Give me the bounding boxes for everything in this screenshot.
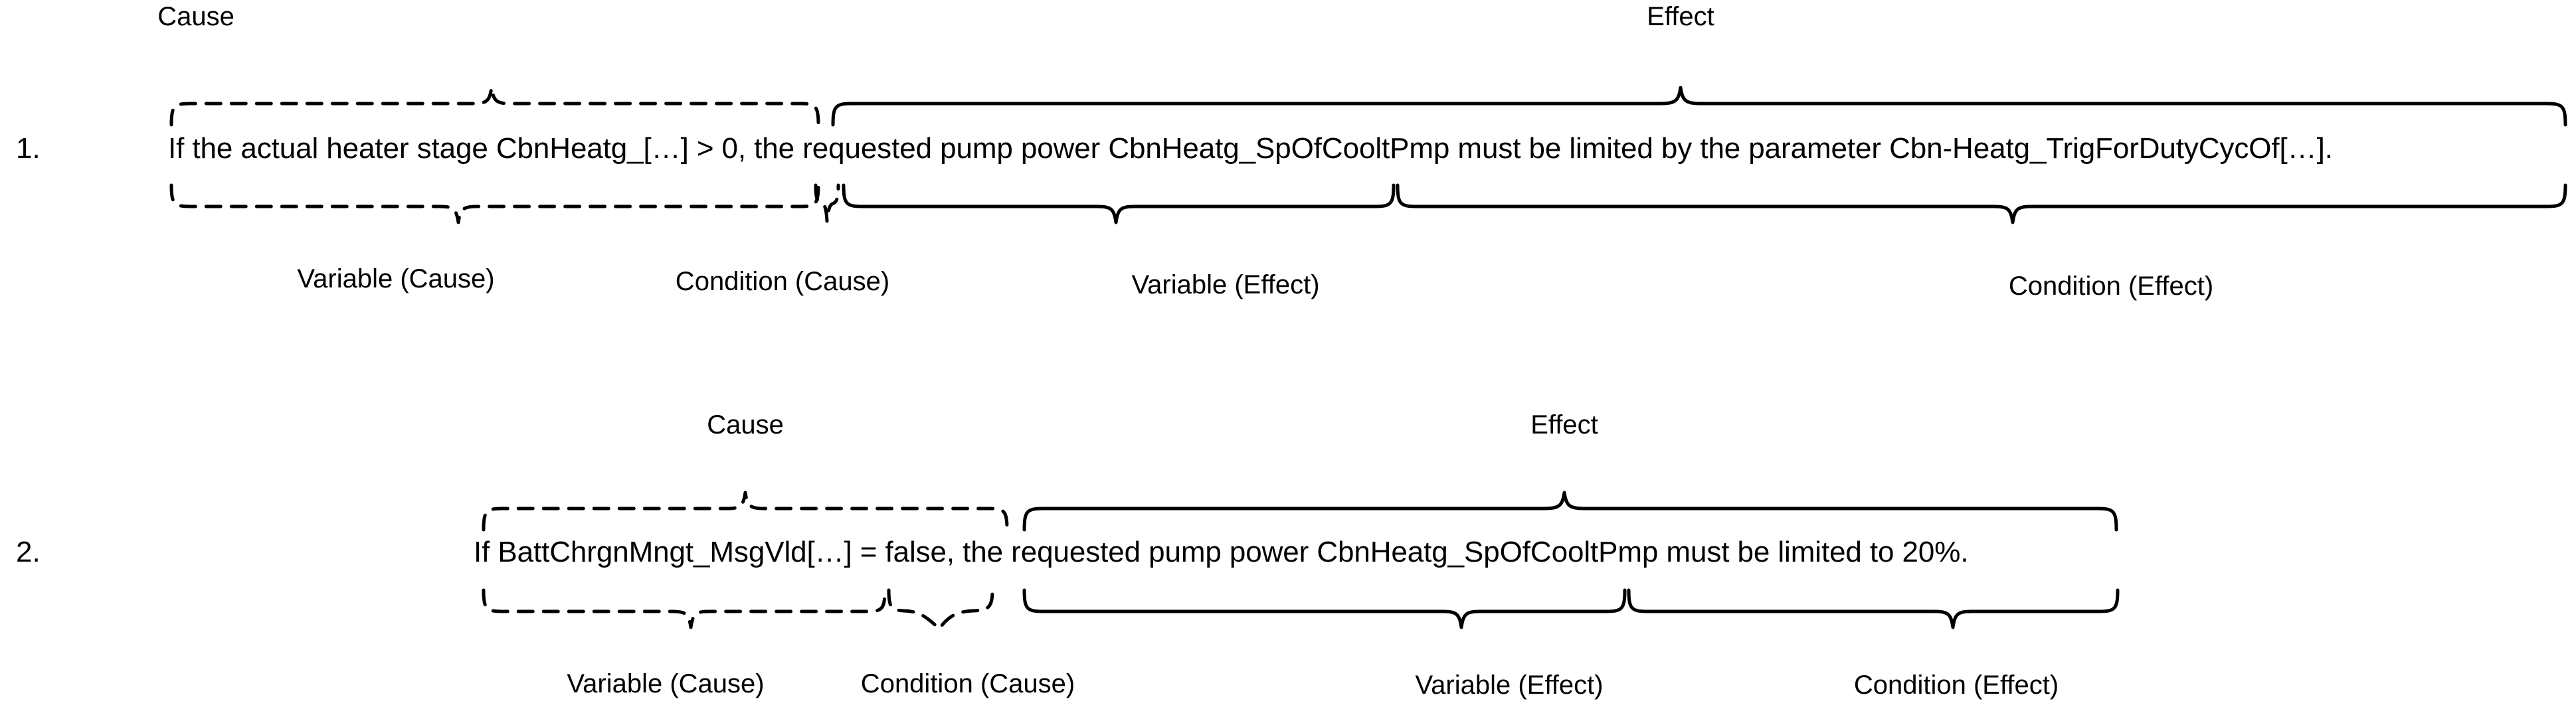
row-number-2: 2. [16,536,41,568]
annotation-row-2: Cause Effect 2. If BattChrgnMngt_MsgVld[… [0,390,2576,713]
brace-bottom-variable-effect-row2 [1022,588,1627,629]
label-effect-row2: Effect [1530,410,1598,439]
brace-bottom-condition-cause-row1 [814,183,840,223]
brace-bottom-variable-cause-row1 [169,183,820,224]
sentence-row-2: If BattChrgnMngt_MsgVld[…] = false, the … [474,536,1969,568]
brace-top-cause-row2 [482,491,1009,532]
label-effect-row1: Effect [1647,2,1714,31]
label-condition-cause-row2: Condition (Cause) [860,669,1075,698]
sentence-row-1: If the actual heater stage CbnHeatg_[…] … [168,132,2333,165]
brace-bottom-condition-effect-row2 [1627,588,2120,629]
brace-top-effect-row2 [1022,491,2118,532]
label-condition-effect-row2: Condition (Effect) [1853,671,2059,700]
annotation-row-1: Cause Effect 1. If the actual heater sta… [0,0,2576,345]
label-cause-row1: Cause [157,2,234,31]
brace-top-effect-row1 [831,86,2567,127]
brace-top-cause-row1 [169,86,820,127]
brace-bottom-variable-effect-row1 [842,183,1396,224]
label-variable-effect-row1: Variable (Effect) [1131,270,1320,299]
label-variable-effect-row2: Variable (Effect) [1415,671,1604,700]
label-condition-cause-row1: Condition (Cause) [675,267,890,296]
label-condition-effect-row1: Condition (Effect) [2008,272,2214,301]
label-cause-row2: Cause [707,410,784,439]
label-variable-cause-row2: Variable (Cause) [567,669,765,698]
brace-bottom-condition-effect-row1 [1396,183,2567,224]
brace-bottom-variable-cause-row2 [482,588,887,629]
row-number-1: 1. [16,132,41,165]
label-variable-cause-row1: Variable (Cause) [297,264,495,293]
